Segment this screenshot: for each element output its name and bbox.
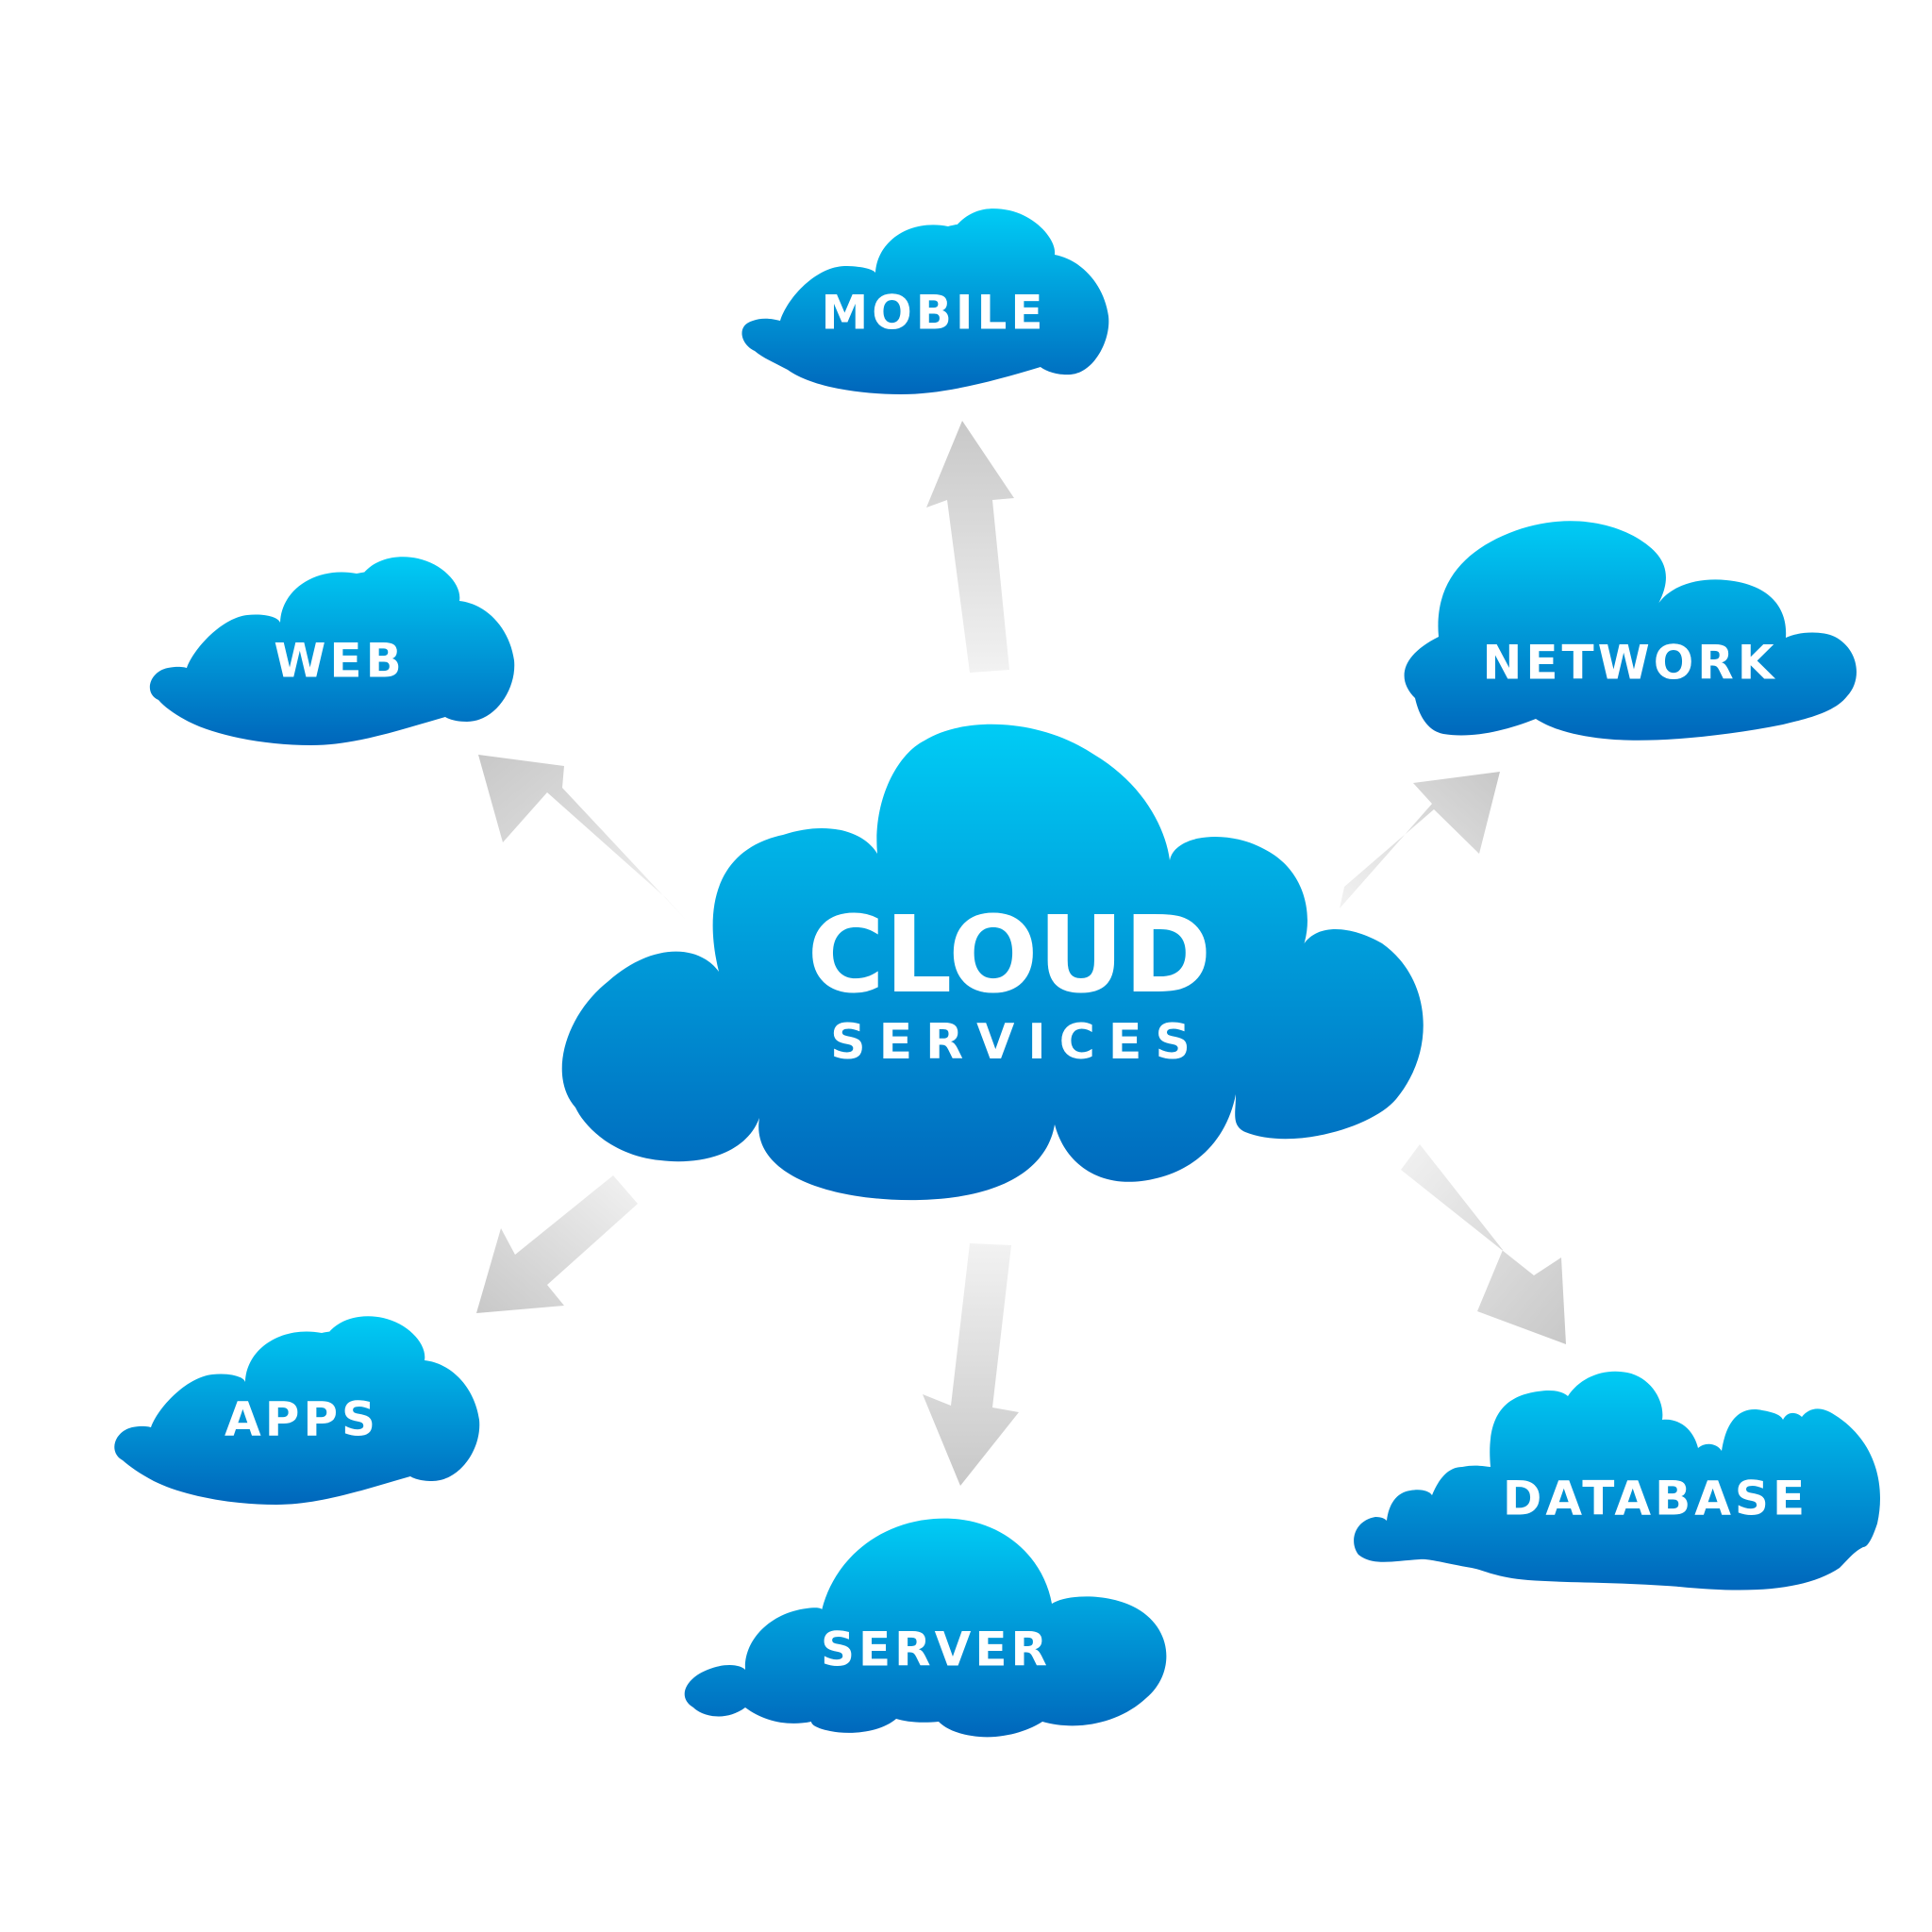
- arrow-to-network: [1340, 772, 1500, 908]
- cloud-services-center-cloud: [561, 724, 1424, 1201]
- center-subtitle: SERVICES: [830, 1014, 1204, 1071]
- server-cloud: [684, 1518, 1167, 1738]
- mobile-cloud: [741, 208, 1109, 394]
- web-cloud: [149, 557, 515, 745]
- network-cloud: [1404, 521, 1857, 741]
- arrow-to-database: [1401, 1144, 1566, 1344]
- apps-cloud: [114, 1316, 480, 1505]
- arrow-to-server: [923, 1243, 1019, 1486]
- apps-label: APPS: [225, 1392, 379, 1447]
- database-cloud: [1354, 1371, 1880, 1591]
- database-label: DATABASE: [1503, 1472, 1808, 1526]
- web-label: WEB: [274, 634, 405, 689]
- arrow-to-mobile: [926, 421, 1014, 673]
- server-label: SERVER: [821, 1623, 1051, 1677]
- arrow-to-apps: [476, 1175, 638, 1313]
- arrow-to-web: [478, 755, 686, 920]
- center-title: CLOUD: [808, 894, 1212, 1017]
- network-label: NETWORK: [1482, 636, 1777, 691]
- mobile-label: MOBILE: [822, 286, 1047, 341]
